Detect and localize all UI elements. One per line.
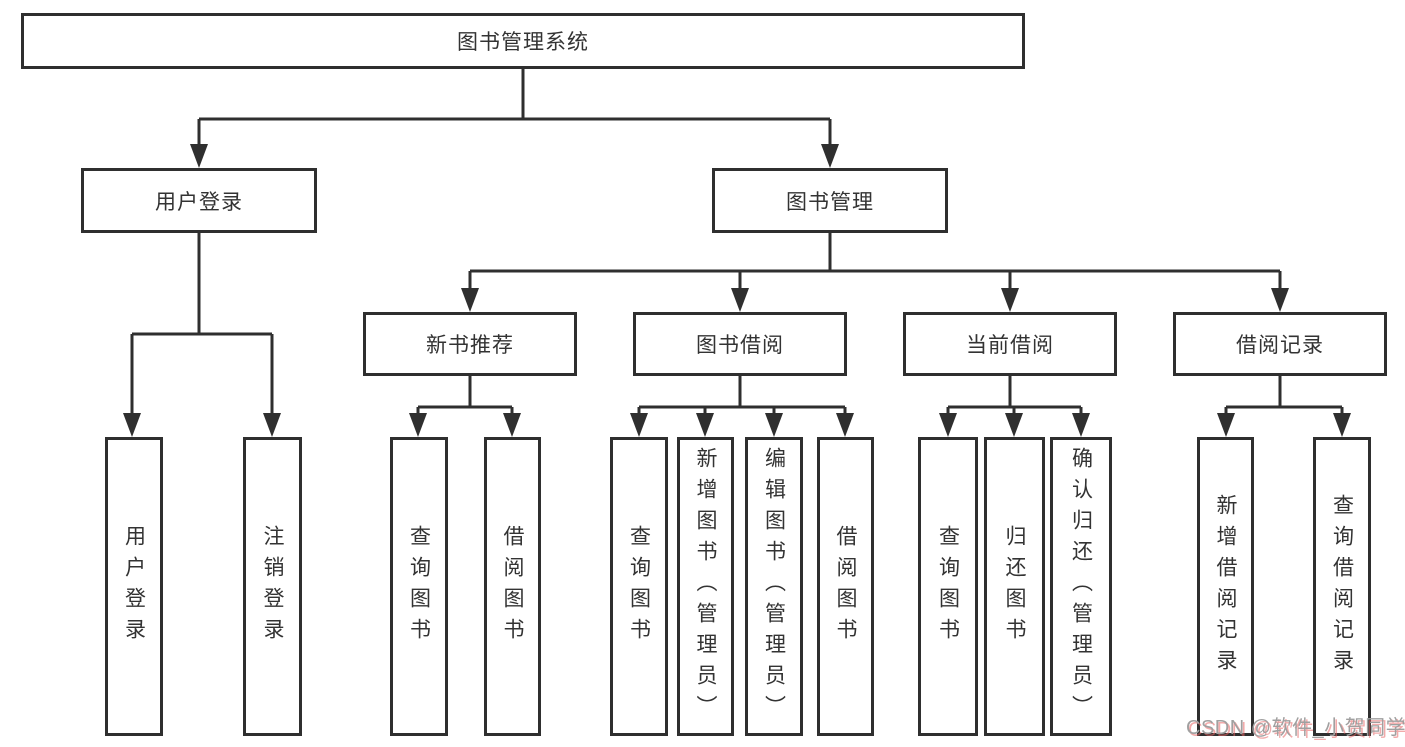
node-current-borrow-label: 当前借阅 [966,334,1054,357]
leaf-logout: 注销登录 [243,437,302,736]
leaf-edit-book-admin-label: 编辑图书（管理员） [762,447,786,726]
leaf-add-book-admin: 新增图书（管理员） [677,437,734,736]
leaf-add-book-admin-label: 新增图书（管理员） [694,447,717,726]
leaf-user-login: 用户登录 [105,437,163,736]
connector-strokes [130,69,1344,416]
leaf-return-book: 归还图书 [984,437,1045,736]
leaf-user-login-label: 用户登录 [122,524,146,649]
leaf-query-borrow-record: 查询借阅记录 [1313,437,1371,736]
leaf-current-query-book: 查询图书 [918,437,978,736]
arrowheads [123,144,1351,437]
node-user-login-label: 用户登录 [155,190,243,214]
node-book-borrow: 图书借阅 [633,312,847,376]
leaf-borrow-query-book: 查询图书 [610,437,668,736]
leaf-logout-label: 注销登录 [261,524,284,649]
leaf-borrow-book-label: 借阅图书 [834,524,857,649]
leaf-edit-book-admin: 编辑图书（管理员） [745,437,803,736]
node-book-borrow-label: 图书借阅 [696,334,784,357]
node-borrow-record-label: 借阅记录 [1236,334,1324,357]
leaf-return-book-label: 归还图书 [1003,524,1026,649]
leaf-recommend-query-book: 查询图书 [390,437,448,736]
leaf-add-borrow-record-label: 新增借阅记录 [1214,493,1237,680]
leaf-current-query-book-label: 查询图书 [936,524,960,649]
leaf-borrow-query-book-label: 查询图书 [627,524,651,649]
node-borrow-record: 借阅记录 [1173,312,1387,376]
leaf-recommend-borrow-book: 借阅图书 [484,437,541,736]
node-root-label: 图书管理系统 [457,31,589,54]
leaf-confirm-return-admin: 确认归还（管理员） [1050,437,1112,736]
node-new-book-recommend: 新书推荐 [363,312,577,376]
leaf-add-borrow-record: 新增借阅记录 [1197,437,1254,736]
node-user-login: 用户登录 [81,168,317,233]
node-root: 图书管理系统 [21,13,1025,69]
csdn-watermark: CSDN @软件_小贺同学 [1186,717,1405,739]
node-current-borrow: 当前借阅 [903,312,1117,376]
node-new-book-recommend-label: 新书推荐 [426,334,514,357]
node-book-management-label: 图书管理 [786,190,874,214]
node-book-management: 图书管理 [712,168,948,233]
leaf-recommend-query-book-label: 查询图书 [407,524,431,649]
leaf-query-borrow-record-label: 查询借阅记录 [1330,493,1354,680]
leaf-recommend-borrow-book-label: 借阅图书 [501,524,524,649]
leaf-confirm-return-admin-label: 确认归还（管理员） [1069,447,1093,726]
leaf-borrow-book: 借阅图书 [817,437,874,736]
